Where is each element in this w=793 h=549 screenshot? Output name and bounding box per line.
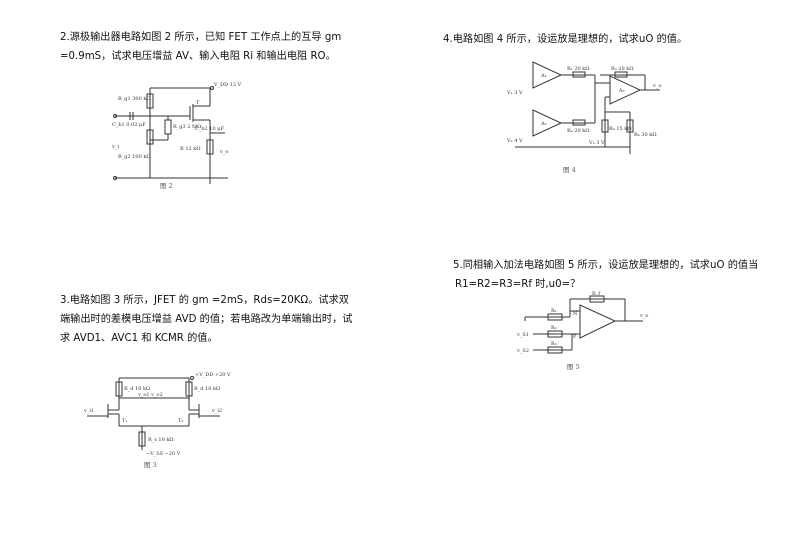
figure-3-vo-label: v_o1 v_o2 [137,392,163,398]
figure-5-caption: 图 5 [567,363,580,371]
figure-4-v2-label: V₂ 4 V [506,138,523,144]
figure-4-v3-label: V₃ 3 V [588,140,605,146]
figure-4-a1-label: A₁ [540,73,547,79]
figure-4-r1-label: R₁ 20 kΩ [567,66,590,72]
question-5-line-1: 5.同相输入加法电路如图 5 所示，设运放是理想的，试求uO 的值当 [453,260,759,271]
question-3-line-2: 端输出时的差模电压增益 AVD 的值；若电路改为单端输出时，试 [60,314,353,325]
figure-3-caption: 图 3 [144,461,157,469]
question-5: 5.同相输入加法电路如图 5 所示，设运放是理想的，试求uO 的值当 R1=R2… [453,256,758,294]
figure-5-r2-label: R₂ [551,325,557,331]
figure-4-r5-label: R₅ 30 kΩ [634,132,657,138]
figure-3-jfet-differential-circuit: +V_DD +20 V R_d 10 kΩ R_d 10 kΩ v_o1 v_o… [83,372,231,469]
figure-5-vs2-label: v_S2 [516,348,529,354]
figure-5-rf-label: R_f [592,291,601,297]
figure-5-p-label: P [573,334,577,340]
figure-2-rg2-label: R_g2 100 kΩ [118,154,151,160]
figure-2-c1-label: C_b1 0.02 μF [112,122,146,128]
figure-2-vo-label: v_o [219,149,228,155]
question-2-line-1: 2.源极输出器电路如图 2 所示，已知 FET 工作点上的互导 gm [60,32,342,43]
figure-3-vi2-label: v_i2 [211,408,222,414]
figure-5-vo-label: v_o [639,313,648,319]
figure-3-rd2-label: R_d 10 kΩ [194,386,220,392]
question-5-line-2: R1=R2=R3=Rf 时,u0=？ [455,279,581,290]
figure-3-vdd-label: +V_DD +20 V [195,372,231,378]
figure-4-caption: 图 4 [563,166,576,174]
figure-3-vss-label: −V_SS −20 V [146,451,181,457]
figure-2-transistor-label: T [196,100,200,106]
question-3-line-1: 3.电路如图 3 所示，JFET 的 gm =2mS，Rds=20KΩ。试求双 [60,295,349,306]
question-4-line-1: 4.电路如图 4 所示，设运放是理想的，试求uO 的值。 [443,34,688,45]
figure-2-rg1-label: R_g1 300 kΩ [118,96,151,102]
figure-4-r4-label: R₄ 15 kΩ [609,126,632,132]
question-2-line-2: =0.9mS，试求电压增益 AV、输入电阻 Ri 和输出电阻 RO。 [60,51,336,62]
figure-2-vdd-label: V_DD 12 V [213,82,242,88]
question-3: 3.电路如图 3 所示，JFET 的 gm =2mS，Rds=20KΩ。试求双 … [60,291,352,348]
figure-5-noninverting-summing-circuit: R_f R₁ R₂ R₃ N P v_S1 v_S2 v_o 图 5 [516,291,648,371]
figure-2-rg3-label: R_g3 2 MΩ [173,124,201,130]
figure-2-vi-label: v_i [111,144,119,150]
figure-3-vi1-label: v_i1 [83,408,94,414]
figure-3-rs-label: R_s 10 kΩ [148,437,174,443]
figure-4-r2-label: R₂ 20 kΩ [567,128,590,134]
figure-4-r3-label: R₃ 20 kΩ [611,66,634,72]
figure-2-caption: 图 2 [160,182,173,190]
figure-5-r3-label: R₃ [551,341,557,347]
figure-4-a2-label: A₂ [540,121,547,127]
question-3-line-3: 求 AVD1、AVC1 和 KCMR 的值。 [60,333,218,344]
figure-4-v1-label: V₁ 3 V [506,90,523,96]
figure-3-rd1-label: R_d 10 kΩ [124,386,150,392]
figure-5-vs1-label: v_S1 [516,332,529,338]
question-2: 2.源极输出器电路如图 2 所示，已知 FET 工作点上的互导 gm =0.9m… [60,28,341,66]
figure-2-c2-label: C_b2 10 μF [195,126,224,132]
figure-4-opamp-circuit: A₁ A₂ A₃ V₁ 3 V V₂ 4 V V₃ 3 V R₁ 20 kΩ R… [506,61,661,174]
figure-3-t1-label: T₁ [122,418,127,424]
figure-5-n-label: N [573,311,578,317]
figure-2-r-label: R 12 kΩ [180,146,200,152]
figure-4-a3-label: A₃ [618,88,625,94]
figure-4-vo-label: v_o [652,83,661,89]
figure-5-r1-label: R₁ [551,308,557,314]
figure-2-source-follower-circuit: V_DD 12 V R_g1 300 kΩ C_b1 0.02 μF R_g3 … [111,82,242,190]
figure-3-t2-label: T₂ [178,418,183,424]
question-4: 4.电路如图 4 所示，设运放是理想的，试求uO 的值。 [443,30,687,49]
